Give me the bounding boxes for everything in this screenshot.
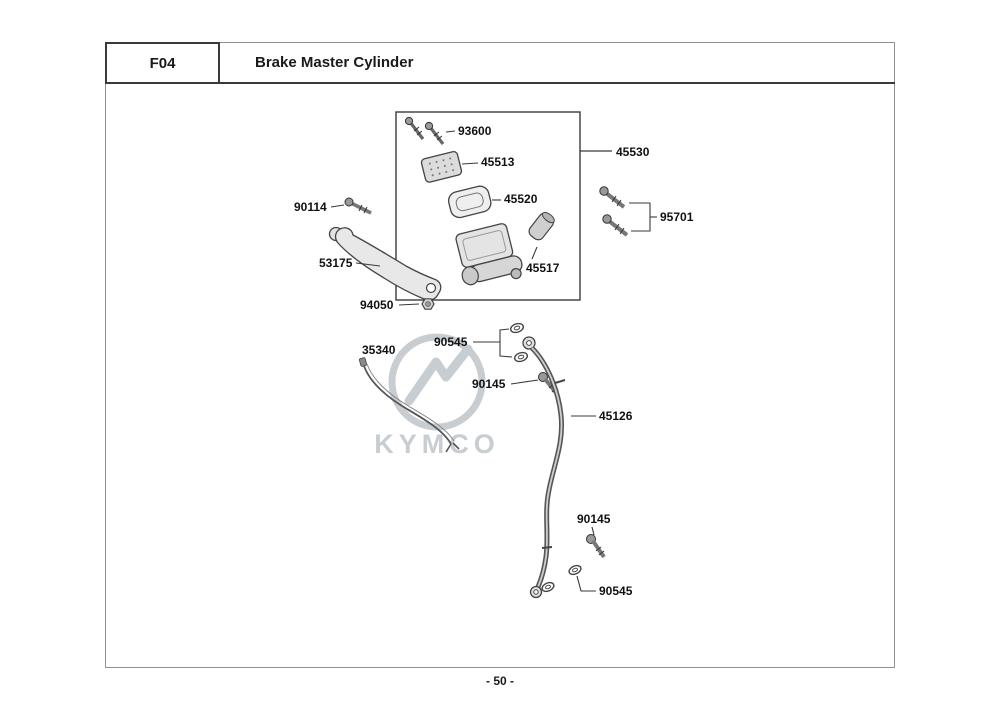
part-label-95701: 95701	[660, 210, 694, 224]
page-title: Brake Master Cylinder	[255, 54, 414, 71]
section-code-box: F04	[105, 42, 220, 84]
boot-45517-illustration	[528, 211, 555, 260]
part-label-45517: 45517	[526, 261, 560, 275]
brake-lever-53175-illustration	[328, 226, 442, 301]
part-label-93600: 93600	[458, 124, 492, 138]
bolts-95701-illustration	[599, 186, 657, 237]
cap-45513-illustration	[420, 150, 479, 183]
kymco-emblem-swoosh	[404, 344, 473, 406]
part-label-45513: 45513	[481, 155, 515, 169]
kymco-watermark: KYMCO	[374, 333, 500, 459]
section-code: F04	[149, 54, 176, 72]
cable-35340-illustration	[359, 357, 460, 453]
brake-hose-45126-illustration	[522, 336, 596, 599]
diaphragm-45520-illustration	[447, 185, 501, 219]
part-label-90145-lower: 90145	[577, 512, 611, 526]
bolt-90114-illustration	[330, 197, 372, 215]
washers-90545-lower-illustration	[541, 564, 596, 593]
part-label-90545-upper: 90545	[434, 335, 468, 349]
part-label-45530: 45530	[616, 145, 650, 159]
part-label-45520: 45520	[504, 192, 538, 206]
part-label-53175: 53175	[319, 256, 353, 270]
page-number: - 50 -	[485, 674, 514, 688]
part-label-45126: 45126	[599, 409, 633, 423]
part-label-90114: 90114	[294, 200, 327, 214]
part-label-90545-lower: 90545	[599, 584, 633, 598]
part-label-94050: 94050	[360, 298, 394, 312]
header-divider	[105, 82, 895, 84]
oil-bolt-90145-lower-illustration	[586, 526, 606, 559]
nut-94050-illustration	[398, 298, 435, 310]
kymco-watermark-text: KYMCO	[374, 429, 500, 459]
master-cylinder-body-illustration	[455, 223, 523, 286]
assembly-box-45530	[395, 111, 612, 301]
screws-93600-illustration	[404, 116, 456, 145]
part-label-90145-upper: 90145	[472, 377, 506, 391]
part-label-35340: 35340	[362, 343, 396, 357]
washers-90545-upper-illustration	[473, 322, 529, 363]
kymco-emblem-circle	[388, 333, 486, 431]
